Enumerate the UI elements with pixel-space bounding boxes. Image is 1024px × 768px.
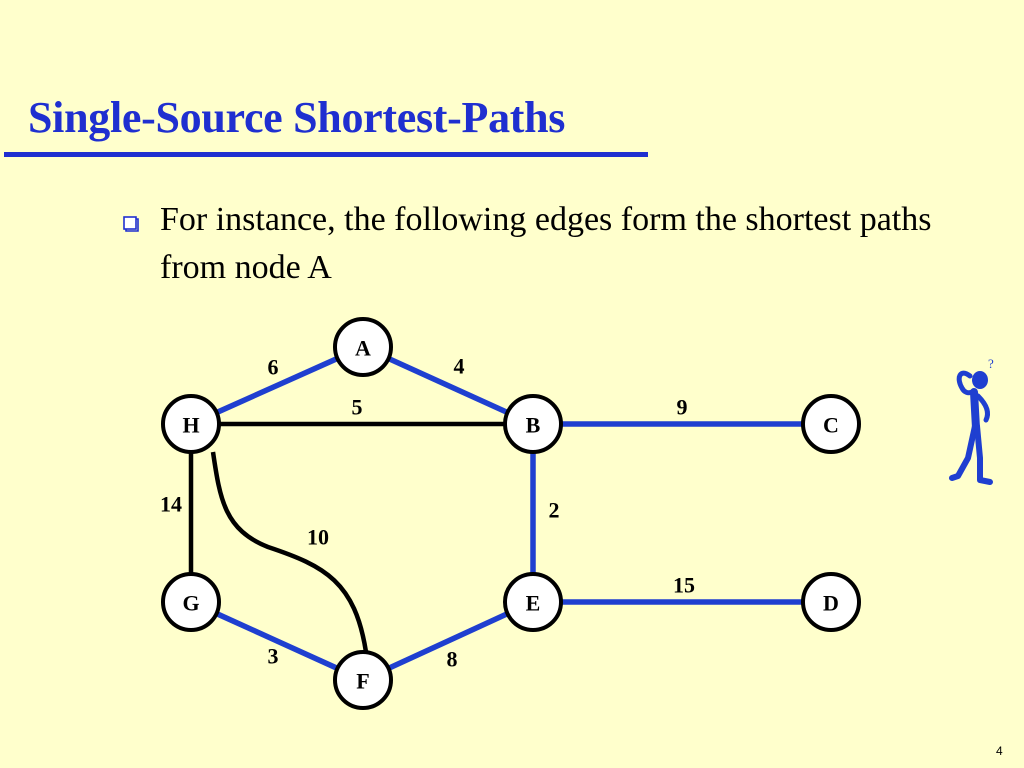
node-circle [333, 317, 393, 377]
node-label: F [356, 669, 369, 694]
edge-e-f [387, 611, 509, 671]
thinking-figure-icon: ? [949, 356, 994, 485]
node-label: D [823, 591, 839, 616]
node-h: H [161, 394, 221, 454]
node-d: D [801, 572, 861, 632]
hollow-square-bullet-icon [123, 216, 139, 232]
node-label: B [526, 413, 541, 438]
node-label: C [823, 413, 839, 438]
edge-weight-e-f: 8 [447, 647, 458, 672]
node-a: A [333, 317, 393, 377]
node-circle [161, 394, 221, 454]
node-b: B [503, 394, 563, 454]
node-circle [503, 394, 563, 454]
node-circle [801, 394, 861, 454]
svg-text:?: ? [988, 356, 994, 371]
edge-weight-h-g: 14 [160, 492, 182, 517]
node-circle [503, 572, 563, 632]
page-number: 4 [996, 744, 1003, 758]
edge-weight-b-c: 9 [677, 395, 688, 420]
edge-labels-layer: 6 4 5 9 14 10 2 15 3 8 [160, 354, 695, 672]
title-underline [4, 152, 648, 157]
edge-weight-e-d: 15 [673, 573, 695, 598]
node-label: H [182, 413, 199, 438]
edge-a-b [387, 356, 509, 415]
edge-weight-g-f: 3 [268, 644, 279, 669]
node-circle [333, 650, 393, 710]
node-label: A [355, 336, 371, 361]
node-e: E [503, 572, 563, 632]
edge-weight-h-b: 5 [352, 395, 363, 420]
node-label: E [526, 591, 541, 616]
edge-a-h [215, 355, 339, 416]
edge-g-f [215, 611, 339, 671]
bullet-text: For instance, the following edges form t… [160, 201, 932, 286]
node-f: F [333, 650, 393, 710]
edge-weight-b-e: 2 [549, 498, 560, 523]
edges-layer [188, 355, 803, 671]
edge-weight-a-b: 4 [454, 354, 465, 379]
node-g: G [161, 572, 221, 632]
edge-weight-a-h: 6 [268, 355, 279, 380]
node-label: G [182, 591, 199, 616]
nodes-layer: A H B C G E D F [161, 317, 861, 710]
slide-title: Single-Source Shortest-Paths [28, 93, 566, 142]
node-circle [161, 572, 221, 632]
node-c: C [801, 394, 861, 454]
edge-weight-h-f: 10 [307, 525, 329, 550]
edge-h-f [210, 451, 369, 653]
node-circle [801, 572, 861, 632]
